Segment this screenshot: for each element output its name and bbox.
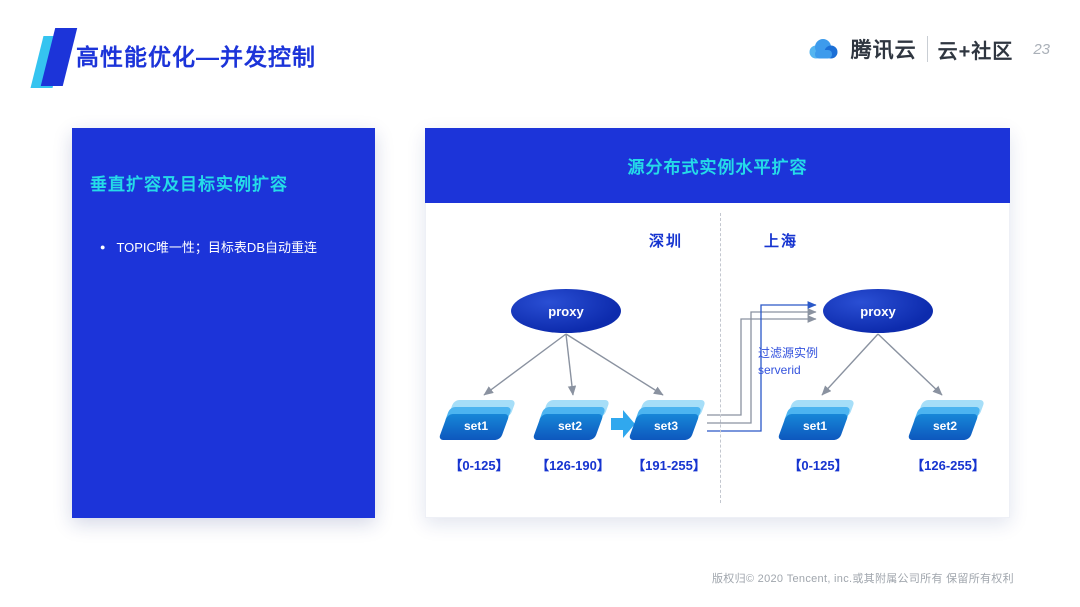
set-node-label: set1 <box>463 419 489 433</box>
set-node-label: set2 <box>557 419 583 433</box>
right-panel: 源分布式实例水平扩容 <box>425 128 1010 518</box>
brand-divider <box>926 36 928 62</box>
bullet-text: TOPIC唯一性；目标表DB自动重连 <box>116 240 317 255</box>
right-panel-header: 源分布式实例水平扩容 <box>425 128 1010 203</box>
region-divider <box>720 213 721 503</box>
range-label: 【126-190】 <box>536 458 610 473</box>
set-node-label: set3 <box>653 419 679 433</box>
shanghai-proxy-arrows <box>821 333 943 396</box>
set-node-sz-1: set1 <box>438 400 517 440</box>
filter-annotation: 过滤源实例 serverid <box>758 345 818 380</box>
page-title: 高性能优化—并发控制 <box>76 44 316 70</box>
filter-annotation-line1: 过滤源实例 <box>758 346 819 360</box>
copyright-text: 版权归© 2020 Tencent, inc.或其附属公司所有 保留所有权利 <box>712 573 1014 585</box>
title-accent-mark <box>30 28 78 88</box>
range-label: 【0-125】 <box>788 458 848 473</box>
set-node-label: set1 <box>802 419 828 433</box>
brand-community: 云+社区 <box>937 40 1014 63</box>
set-node-sz-3: set3 <box>628 400 707 440</box>
brand-tencent-cloud: 腾讯云 <box>850 39 917 62</box>
set-node-sz-2: set2 <box>532 400 611 440</box>
range-label: 【0-125】 <box>449 458 509 473</box>
scaling-diagram: 深圳 上海 proxy proxy 过滤源实例 serverid set1 <box>425 203 1010 518</box>
proxy-node-shenzhen: proxy <box>511 289 621 333</box>
set-node-sh-1: set1 <box>777 400 856 440</box>
bullet-dot-icon: ● <box>100 242 106 252</box>
page-number: 23 <box>1033 40 1050 58</box>
filter-annotation-line2: serverid <box>758 363 801 378</box>
left-panel-title: 垂直扩容及目标实例扩容 <box>90 175 288 194</box>
bullet-item: ● TOPIC唯一性；目标表DB自动重连 <box>90 239 357 256</box>
right-panel-title: 源分布式实例水平扩容 <box>627 158 808 177</box>
brand-area: 腾讯云 云+社区 23 <box>805 34 1050 64</box>
shenzhen-proxy-arrows <box>483 333 664 396</box>
set-node-sh-2: set2 <box>907 400 986 440</box>
proxy-node-shanghai: proxy <box>823 289 933 333</box>
set-node-label: set2 <box>932 419 958 433</box>
tencent-cloud-icon <box>805 37 841 61</box>
region-label-shanghai: 上海 <box>763 233 798 250</box>
region-label-shenzhen: 深圳 <box>648 233 683 250</box>
range-label: 【126-255】 <box>911 458 985 473</box>
range-label: 【191-255】 <box>632 458 706 473</box>
left-panel: 垂直扩容及目标实例扩容 ● TOPIC唯一性；目标表DB自动重连 <box>72 128 375 518</box>
